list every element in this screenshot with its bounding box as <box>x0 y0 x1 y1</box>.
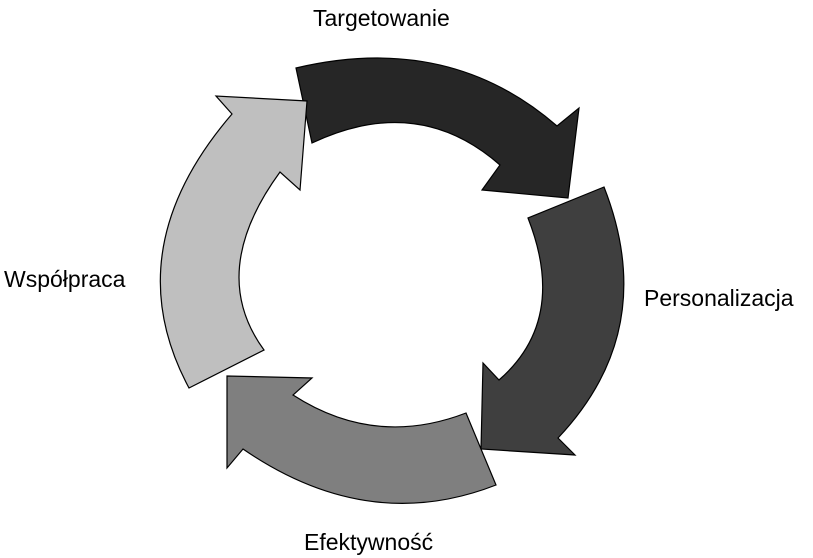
label-targetowanie: Targetowanie <box>313 5 450 31</box>
arrow-efektywnosc <box>226 375 497 504</box>
arrow-targetowanie <box>295 57 580 199</box>
label-wspolpraca: Współpraca <box>4 266 126 292</box>
label-personalizacja: Personalizacja <box>644 285 794 311</box>
label-efektywnosc: Efektywność <box>304 529 434 555</box>
arrow-wspolpraca <box>159 95 308 389</box>
arrow-personalizacja <box>480 186 625 456</box>
